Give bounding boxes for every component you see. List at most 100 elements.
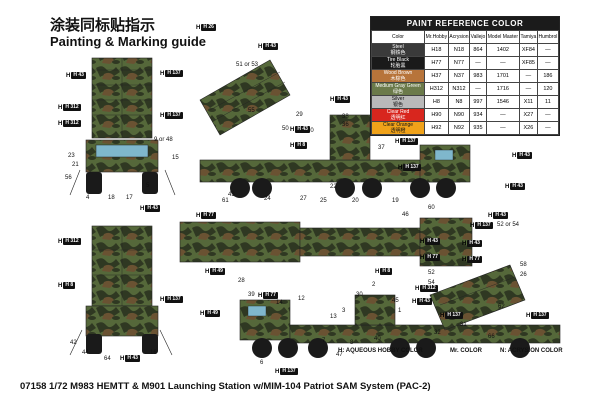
part-number: 47 bbox=[336, 352, 343, 358]
part-number: 8 bbox=[350, 340, 354, 346]
part-number: 1 bbox=[398, 308, 402, 314]
paint-table-grid: Color Mr.Hobby Acrysion Vallejo Model Ma… bbox=[371, 30, 560, 135]
part-number: 42 bbox=[70, 340, 77, 346]
legend-mr-color: Mr. COLOR bbox=[450, 348, 483, 354]
part-number: 27 bbox=[300, 196, 307, 202]
column-header-acrysion: Acrysion bbox=[447, 30, 471, 44]
part-number: 5 bbox=[146, 183, 150, 189]
launcher-side-raised bbox=[199, 59, 291, 136]
paint-reference-table: PAINT REFERENCE COLOR Color Mr.Hobby Acr… bbox=[370, 16, 560, 136]
legend-acrysion: N: ACRYSION COLOR bbox=[500, 348, 563, 354]
paint-name-cn: 透明橙 bbox=[390, 128, 406, 134]
part-number: 10 bbox=[307, 128, 314, 134]
part-number: 51 or 53 bbox=[236, 62, 259, 68]
part-number: 2 bbox=[372, 282, 376, 288]
part-number: 26 bbox=[520, 272, 527, 278]
paint-code-acrysion: N18 bbox=[447, 43, 471, 57]
part-number: 21 bbox=[72, 162, 79, 168]
part-number: 15 bbox=[172, 155, 179, 161]
cab-window-side bbox=[434, 149, 454, 161]
part-number: 56 bbox=[65, 175, 72, 181]
paint-name: Clear Red bbox=[386, 109, 410, 115]
paint-name: Steel bbox=[392, 44, 404, 50]
part-number: 55 bbox=[248, 108, 255, 114]
part-number: 40 bbox=[374, 336, 381, 342]
part-number: 39 bbox=[248, 292, 255, 298]
paint-code-acrysion: N92 bbox=[447, 121, 471, 135]
part-number: 20 bbox=[352, 198, 359, 204]
part-number: 13 bbox=[330, 314, 337, 320]
part-number: 36 bbox=[342, 122, 349, 128]
part-number: 58 bbox=[520, 262, 527, 268]
part-number: 7 bbox=[322, 338, 326, 344]
paint-table-heading: PAINT REFERENCE COLOR bbox=[371, 17, 559, 30]
paint-name-cn: 绿色 bbox=[392, 89, 403, 95]
part-number: 9 or 48 bbox=[154, 137, 173, 143]
paint-name: Wood Brown bbox=[383, 70, 413, 76]
part-number: 44 bbox=[82, 350, 89, 356]
part-number: 3 bbox=[342, 308, 346, 314]
part-number: 12 bbox=[298, 296, 305, 302]
part-number: 28 bbox=[238, 278, 245, 284]
part-number: 43 bbox=[228, 192, 235, 198]
part-number: 50 bbox=[282, 126, 289, 132]
paint-name: Silver bbox=[391, 96, 405, 102]
part-number: 61 bbox=[222, 198, 229, 204]
part-number: 37 bbox=[378, 145, 385, 151]
paint-code-humbrol: — bbox=[536, 121, 560, 135]
paint-name-cn: 透明红 bbox=[390, 115, 406, 121]
part-number: 32 bbox=[434, 330, 441, 336]
kit-caption: 07158 1/72 M983 HEMTT & M901 Launching S… bbox=[20, 381, 431, 392]
part-number: 14 bbox=[276, 300, 283, 306]
generator-unit bbox=[329, 114, 371, 161]
part-number: 24 bbox=[264, 196, 271, 202]
paint-code-model-master: — bbox=[485, 121, 520, 135]
paint-code-model-master: — bbox=[485, 108, 520, 122]
part-number: 64 bbox=[104, 356, 111, 362]
part-number: 4 bbox=[86, 195, 90, 201]
part-number: 25 bbox=[320, 198, 327, 204]
paint-name-cn: 银色 bbox=[392, 102, 403, 108]
part-number: 16 bbox=[150, 350, 157, 356]
legend-aqueous: H: AQUEOUS HOBBY COLOR bbox=[338, 348, 423, 354]
paint-name: Clear Orange bbox=[382, 122, 413, 128]
paint-name-cn: 木棕色 bbox=[390, 76, 406, 82]
part-number: 60 bbox=[428, 205, 435, 211]
launcher-top-view bbox=[179, 221, 301, 263]
part-number: 45 bbox=[392, 298, 399, 304]
